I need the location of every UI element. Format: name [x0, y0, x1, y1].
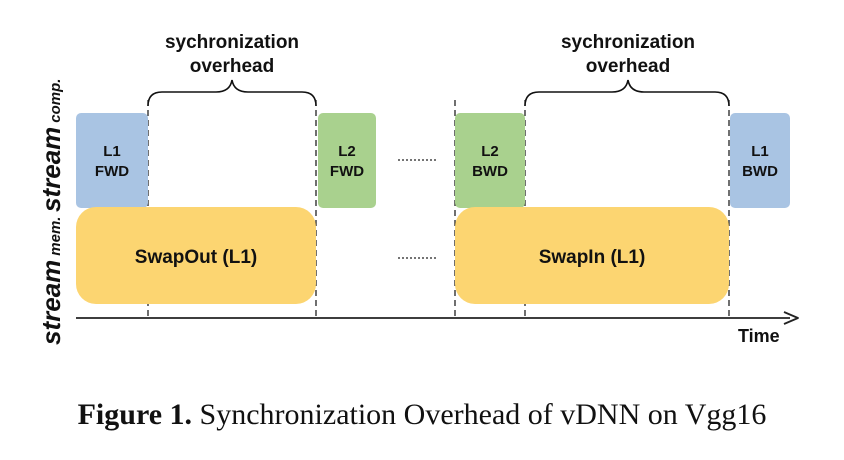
figure-caption-number: Figure 1.: [77, 398, 193, 431]
block-l2-fwd: [318, 113, 376, 208]
row-label-mem-sub: mem.: [47, 217, 64, 256]
overhead-label-2-line2: overhead: [586, 56, 670, 77]
row-label-comp-main: stream: [36, 127, 66, 212]
svg-text:streammem.: stream mem.: [36, 217, 66, 345]
block-swapout: [76, 207, 316, 304]
block-l1-fwd: [76, 113, 148, 208]
overhead-label-2-line1: sychronization: [561, 32, 695, 53]
block-l1-bwd: [730, 113, 790, 208]
time-axis-arrowhead: [783, 311, 799, 325]
block-swapout-label: SwapOut (L1): [135, 247, 257, 268]
svg-text:streamcomp.: stream comp.: [36, 79, 66, 212]
block-l1-bwd-line2: BWD: [742, 163, 778, 180]
row-label-comp: stream comp.: [36, 79, 66, 212]
block-l1-fwd-line1: L1: [103, 143, 121, 160]
block-l2-bwd-line2: BWD: [472, 163, 508, 180]
time-axis-label: Time: [738, 326, 780, 346]
row-label-comp-sub: comp.: [47, 79, 64, 123]
block-l2-fwd-line1: L2: [338, 143, 356, 160]
figure-caption: Figure 1. Synchronization Overhead of vD…: [0, 398, 844, 432]
block-swapin-label: SwapIn (L1): [539, 247, 646, 268]
overhead-brace-2: [524, 79, 730, 107]
block-l2-fwd-line2: FWD: [330, 163, 364, 180]
overhead-label-1-line2: overhead: [190, 56, 274, 77]
overhead-brace-1: [147, 79, 317, 107]
block-l1-fwd-line2: FWD: [95, 163, 129, 180]
figure-caption-text: Synchronization Overhead of vDNN on Vgg1…: [192, 398, 767, 431]
row-label-mem-main: stream: [36, 260, 66, 345]
block-l2-bwd: [455, 113, 525, 208]
block-l2-bwd-line1: L2: [481, 143, 499, 160]
block-swapin: [455, 207, 729, 304]
block-l1-bwd-line1: L1: [751, 143, 769, 160]
overhead-label-1-line1: sychronization: [165, 32, 299, 53]
row-label-mem: stream mem.: [36, 217, 66, 345]
